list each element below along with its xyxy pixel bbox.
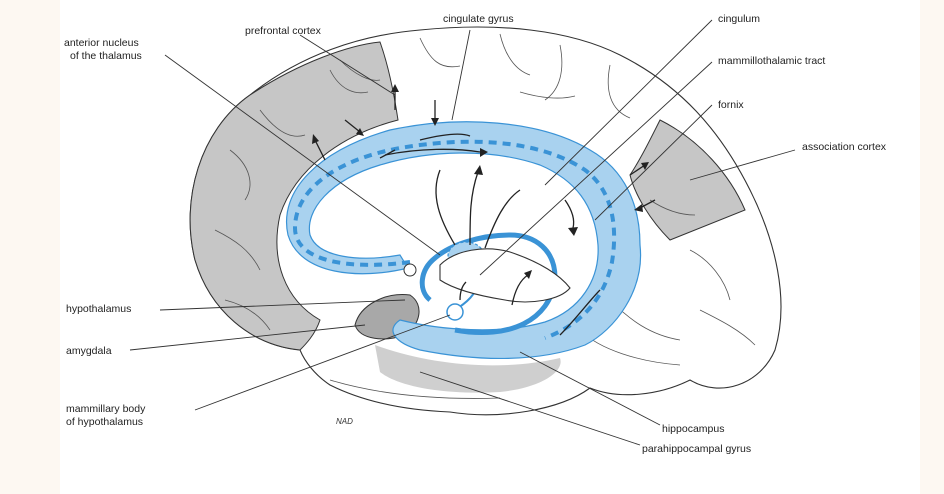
label-cingulate-gyrus: cingulate gyrus [443,13,514,25]
labels: prefrontal cortex cingulate gyrus cingul… [64,13,887,455]
label-fornix: fornix [718,99,744,111]
label-mammillary-body-line1: mammillary body [66,403,146,415]
arrow-head [524,270,532,279]
prefrontal-cortex-region [189,41,399,351]
label-cingulum: cingulum [718,13,760,25]
mammillary-body-shape [446,303,464,321]
label-anterior-nucleus-line2: of the thalamus [70,50,142,62]
arrow-head [474,165,483,175]
arrow-head [356,128,364,136]
leader-lines [129,19,796,446]
artist-signature: NAD [336,417,353,426]
label-mammillothalamic-tract: mammillothalamic tract [718,55,825,67]
label-prefrontal-cortex: prefrontal cortex [245,25,322,37]
arrows [312,84,656,336]
label-hypothalamus: hypothalamus [66,303,131,315]
label-association-cortex: association cortex [802,141,887,153]
label-anterior-nucleus-line1: anterior nucleus [64,37,139,49]
arrow-head [641,162,649,170]
arrow-head [431,118,439,126]
fornix-arc [419,232,558,336]
arrow-head [312,134,319,144]
parahippocampal-region [375,345,561,393]
label-mammillary-body-line2: of hypothalamus [66,416,143,428]
hypothalamus-shape [403,263,417,277]
label-parahippocampal-gyrus: parahippocampal gyrus [642,443,751,455]
thalamus-outline [439,248,571,303]
arrow-head [480,148,488,157]
arrow-head [634,204,643,212]
arrow-head [568,227,578,236]
association-cortex-region [629,119,746,241]
limbic-lobe [286,121,642,360]
cingulum-tract [292,139,617,340]
arrow-head [391,84,399,92]
label-amygdala: amygdala [66,345,112,357]
label-hippocampus: hippocampus [662,423,724,435]
gyrus-lines [214,33,756,399]
